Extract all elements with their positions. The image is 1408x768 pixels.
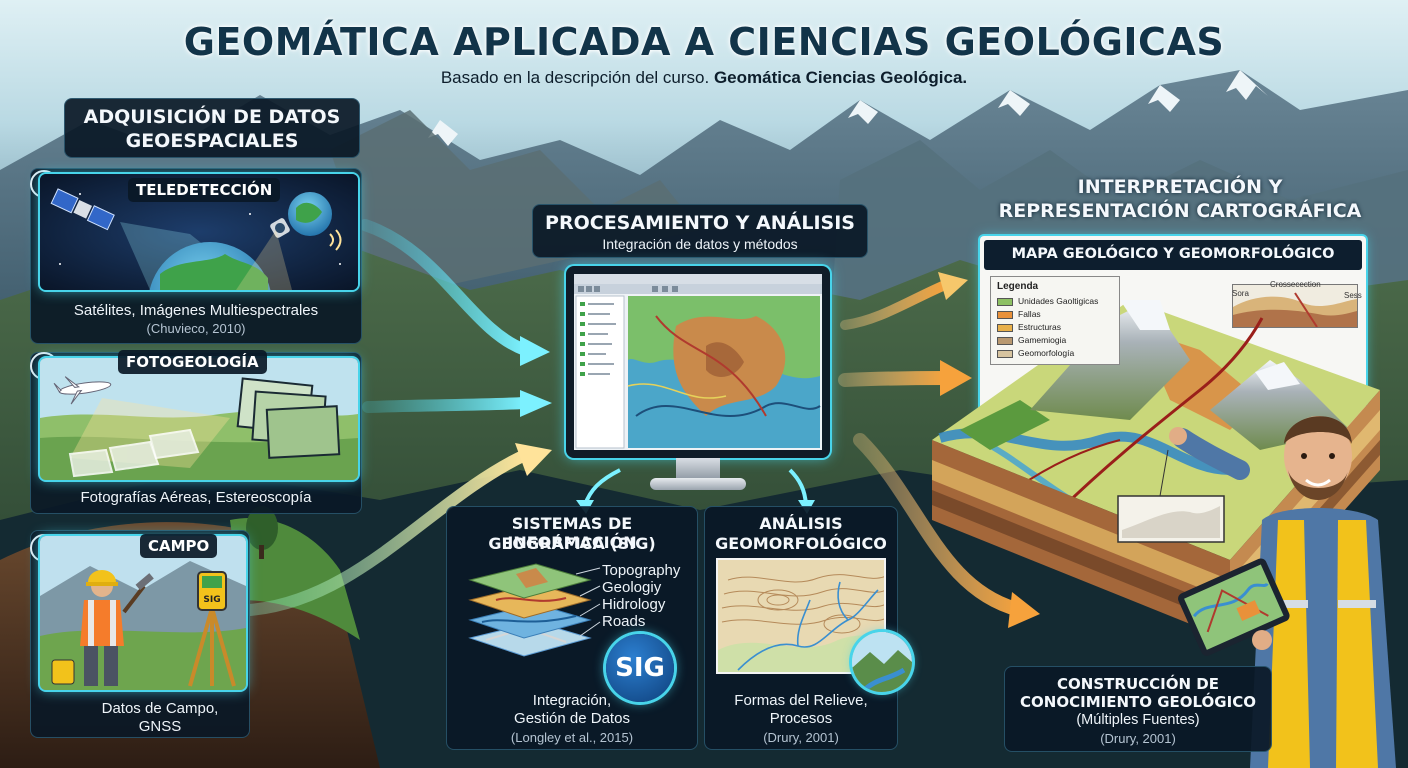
monitor-base bbox=[650, 478, 746, 490]
sig-badge: SIG bbox=[606, 634, 674, 702]
arrow-to-map-middle bbox=[838, 371, 952, 387]
arrow-campo bbox=[244, 449, 531, 616]
fotogeologia-label: FOTOGEOLOGÍA bbox=[118, 350, 267, 374]
legend-label: Geomorfología bbox=[1018, 348, 1075, 358]
subtitle-prefix: Basado en la descripción del curso. bbox=[440, 68, 710, 87]
sig-layer-hydrology: Hidrology bbox=[602, 596, 666, 613]
sig-caption-line1: Integración, bbox=[532, 692, 612, 709]
legend-item: Unidades Gaoltigicas bbox=[997, 295, 1113, 308]
geomorph-landscape-badge bbox=[852, 632, 912, 692]
arrow-teledeteccion bbox=[359, 219, 531, 356]
geomorph-heading-line1: ANÁLISIS bbox=[759, 514, 843, 533]
sig-heading-line1: SISTEMAS DE INFORMACIÓN bbox=[507, 514, 637, 552]
cross-section-left-label: Sora bbox=[1232, 289, 1249, 298]
map-title: MAPA GEOLÓGICO Y GEOMORFOLÓGICO bbox=[1011, 246, 1335, 262]
knowledge-panel bbox=[1004, 666, 1272, 752]
map-legend: Legenda Unidades Gaoltigicas Fallas Estr… bbox=[990, 276, 1120, 365]
legend-swatch bbox=[997, 336, 1013, 345]
monitor-stand bbox=[676, 458, 720, 480]
arrow-fotogeologia bbox=[362, 397, 531, 413]
legend-label: Fallas bbox=[1018, 309, 1041, 319]
processing-subheading: Integración de datos y métodos bbox=[602, 236, 798, 252]
knowledge-heading-line1: CONSTRUCCIÓN DE bbox=[1057, 675, 1219, 693]
fotogeologia-caption: Fotografías Aéreas, Estereoscopía bbox=[80, 489, 312, 506]
campo-caption-line2: GNSS bbox=[138, 718, 182, 735]
geomorph-caption-line1: Formas del Relieve, bbox=[734, 692, 868, 709]
sig-citation: (Longley et al., 2015) bbox=[510, 730, 634, 745]
subtitle-bold: Geomática Ciencias Geológica. bbox=[713, 68, 968, 87]
knowledge-heading-line2: CONOCIMIENTO GEOLÓGICO bbox=[1020, 693, 1256, 711]
geomorph-citation: (Drury, 2001) bbox=[763, 730, 839, 745]
campo-caption-line1: Datos de Campo, bbox=[101, 700, 219, 717]
legend-swatch bbox=[997, 323, 1013, 332]
fotogeologia-illustration bbox=[40, 358, 358, 480]
sig-layer-topography: Topography bbox=[602, 562, 681, 579]
legend-swatch bbox=[997, 310, 1013, 319]
cross-section-title: Crossecection bbox=[1270, 280, 1321, 289]
geomorph-caption-line2: Procesos bbox=[769, 710, 833, 727]
sig-layer-labels: Topography Geologiy Hidrology Roads bbox=[602, 562, 680, 630]
arrow-to-map-upper bbox=[840, 280, 950, 330]
cross-section-right-label: Sess bbox=[1344, 291, 1362, 300]
legend-item: Gamemiogia bbox=[997, 334, 1113, 347]
sig-caption-line2: Gestión de Datos bbox=[514, 710, 630, 727]
main-title: GEOMÁTICA APLICADA A CIENCIAS GEOLÓGICAS bbox=[183, 20, 1225, 64]
legend-swatch bbox=[997, 349, 1013, 358]
legend-item: Geomorfología bbox=[997, 347, 1113, 360]
legend-item: Fallas bbox=[997, 308, 1113, 321]
legend-swatch bbox=[997, 297, 1013, 306]
arrow-to-map-lower bbox=[853, 433, 1027, 617]
sig-heading-line2: GEOGRÁFICA (SIG) bbox=[488, 534, 656, 553]
processing-heading-panel: PROCESAMIENTO Y ANÁLISIS Integración de … bbox=[532, 204, 868, 258]
campo-label: CAMPO bbox=[140, 534, 218, 558]
legend-label: Unidades Gaoltigicas bbox=[1018, 296, 1099, 306]
processing-heading: PROCESAMIENTO Y ANÁLISIS bbox=[545, 212, 855, 234]
sig-layer-roads: Roads bbox=[602, 613, 646, 630]
legend-label: Gamemiogia bbox=[1018, 335, 1067, 345]
legend-title: Legenda bbox=[997, 281, 1039, 292]
sig-layer-stack bbox=[468, 563, 601, 657]
legend-label: Estructuras bbox=[1018, 322, 1061, 332]
knowledge-heading-line3: (Múltiples Fuentes) bbox=[1076, 712, 1200, 728]
interpretation-heading-line1: INTERPRETACIÓN Y bbox=[1077, 176, 1283, 198]
geomorph-heading-line2: GEOMORFOLÓGICO bbox=[715, 534, 887, 553]
legend-item: Estructuras bbox=[997, 321, 1113, 334]
knowledge-citation: (Drury, 2001) bbox=[1100, 731, 1176, 746]
teledeteccion-caption: Satélites, Imágenes Multiespectrales bbox=[73, 302, 319, 319]
teledeteccion-label: TELEDETECCIÓN bbox=[128, 178, 281, 202]
acquisition-heading-line2: GEOESPACIALES bbox=[125, 130, 299, 152]
teledeteccion-citation: (Chuvieco, 2010) bbox=[146, 321, 246, 336]
acquisition-heading-panel: ADQUISICIÓN DE DATOS GEOESPACIALES bbox=[64, 98, 360, 158]
campo-illustration: SIG bbox=[40, 536, 246, 690]
computer-monitor bbox=[566, 266, 830, 458]
interpretation-heading-line2: REPRESENTACIÓN CARTOGRÁFICA bbox=[998, 200, 1362, 222]
map-title-bar bbox=[984, 240, 1362, 270]
sig-panel bbox=[446, 506, 698, 750]
acquisition-heading-line1: ADQUISICIÓN DE DATOS bbox=[83, 106, 341, 128]
subtitle: Basado en la descripción del curso. Geom… bbox=[0, 68, 1408, 88]
gnss-device-label: SIG bbox=[203, 595, 220, 605]
cross-section-inset bbox=[1232, 284, 1358, 328]
sig-layer-geology: Geologiy bbox=[602, 579, 662, 596]
